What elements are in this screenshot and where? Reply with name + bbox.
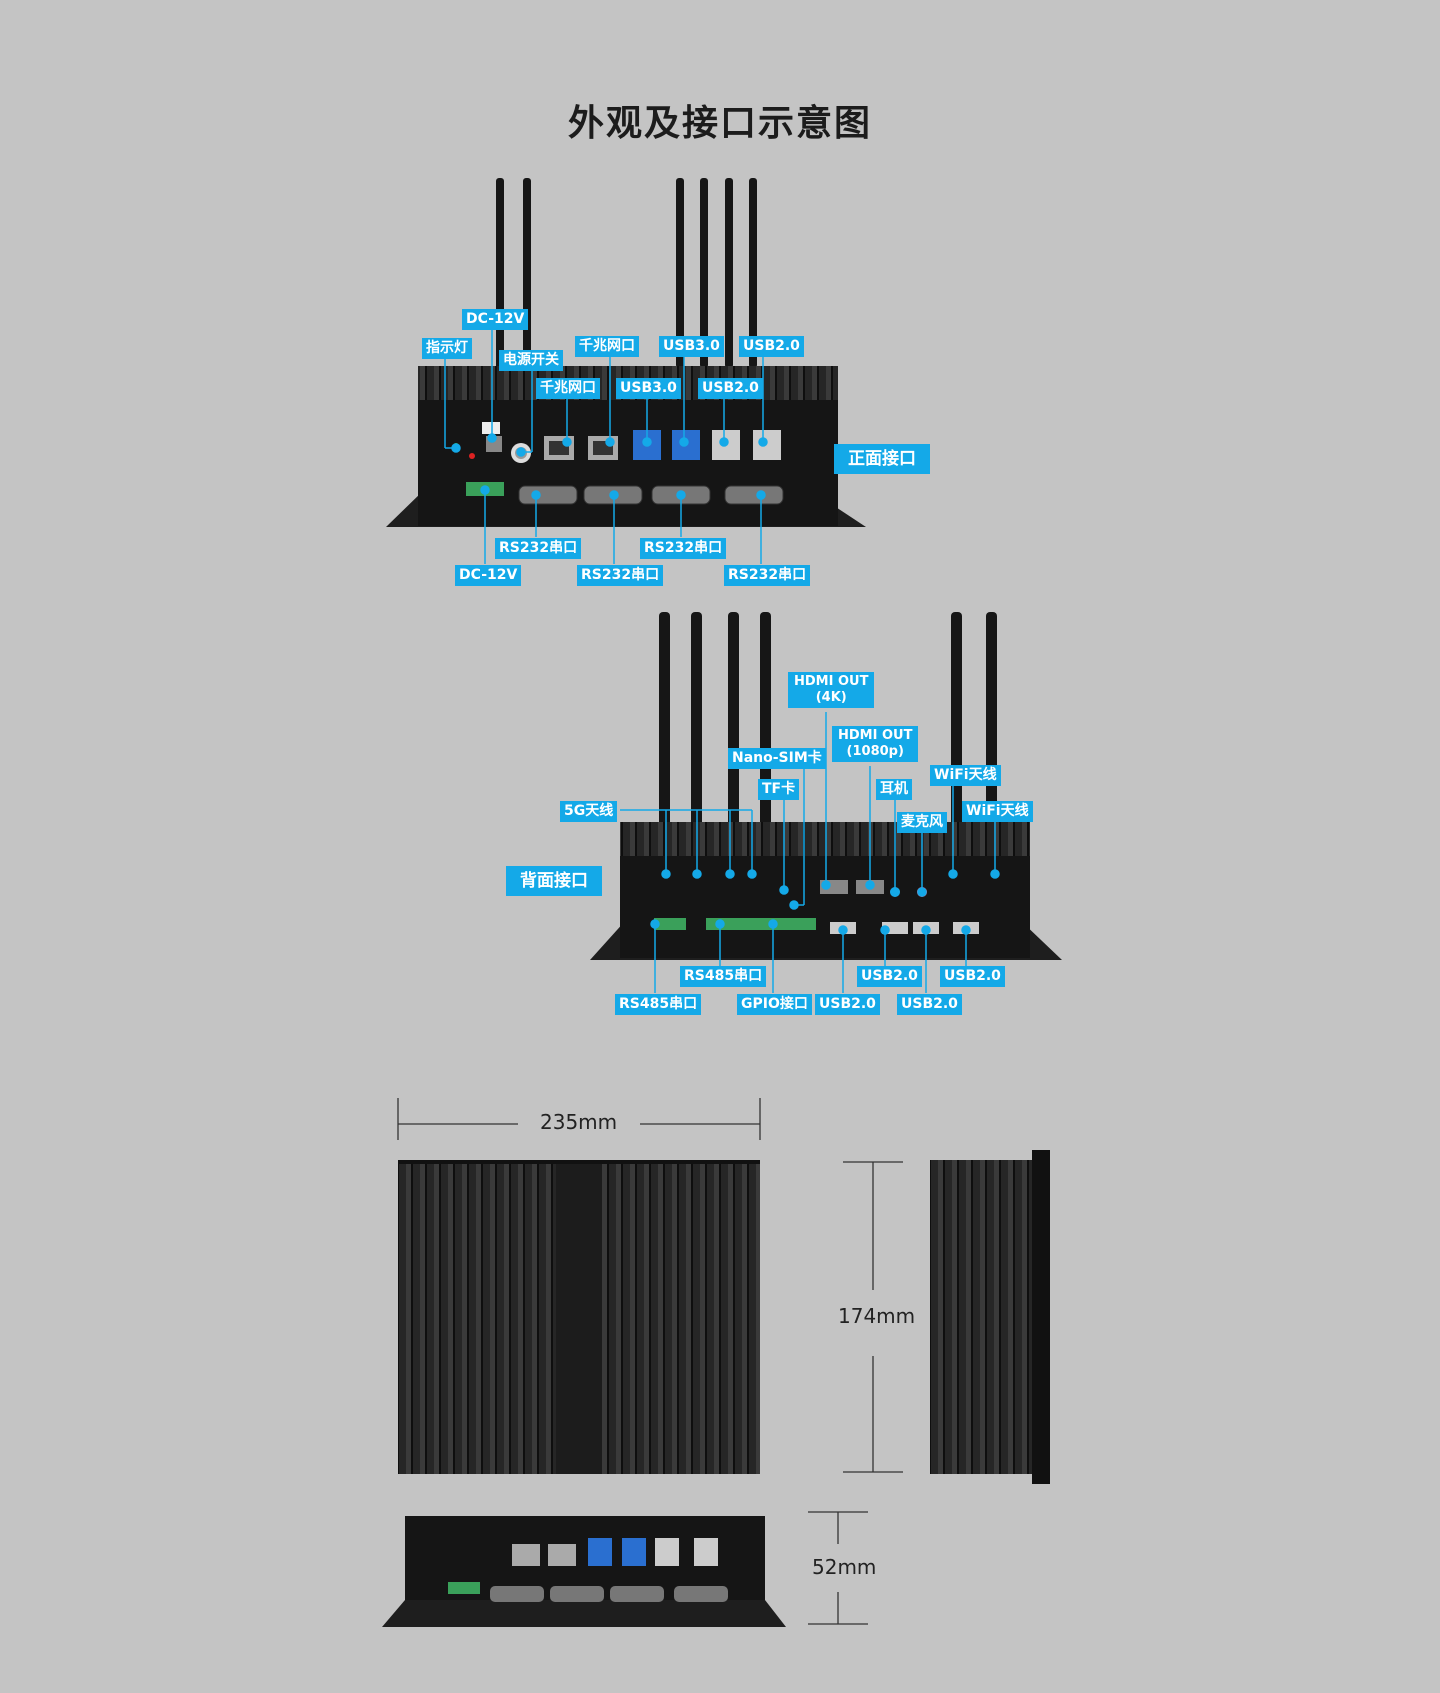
front-antennas [496,178,757,388]
dimension-height: 52mm [806,1555,883,1579]
back-leader-lines [620,712,1000,993]
label-indicator: 指示灯 [422,338,472,359]
label-rs485-1: RS485串口 [680,966,767,987]
label-hdmi-4k-line1: HDMI OUT [794,674,869,689]
label-rs232-2: RS232串口 [640,538,727,559]
label-usb20-b1: USB2.0 [857,966,922,987]
front-view [386,178,866,564]
label-gbe-2: 千兆网口 [536,378,600,399]
label-hdmi-4k: HDMI OUT (4K) [788,672,875,708]
label-rs232-1: RS232串口 [495,538,582,559]
label-nano-sim: Nano-SIM卡 [728,748,826,769]
label-usb30-1: USB3.0 [659,336,724,357]
label-microphone: 麦克风 [897,812,947,833]
back-view [590,612,1062,993]
top-view [398,1160,760,1474]
front-small-view [382,1516,786,1627]
label-usb20-b4: USB2.0 [897,994,962,1015]
dimension-lines [397,1098,903,1625]
label-rs232-4: RS232串口 [724,565,811,586]
label-gpio: GPIO接口 [737,994,812,1015]
page-title: 外观及接口示意图 [567,103,872,144]
label-wifi-2: WiFi天线 [962,801,1033,822]
dimension-depth: 174mm [832,1304,922,1328]
label-usb20-b3: USB2.0 [815,994,880,1015]
label-hdmi-1080p-line2: (1080p) [846,744,904,759]
dimension-width: 235mm [534,1110,624,1134]
label-hdmi-4k-line2: (4K) [815,690,847,705]
label-hdmi-1080p: HDMI OUT (1080p) [832,726,919,762]
label-hdmi-1080p-line1: HDMI OUT [838,728,913,743]
front-leader-lines [444,327,768,564]
label-usb20-2: USB2.0 [698,378,763,399]
label-rs485-2: RS485串口 [615,994,702,1015]
label-dc12v-top: DC-12V [462,309,529,330]
label-wifi-1: WiFi天线 [930,765,1001,786]
side-view [930,1150,1050,1484]
front-panel [418,400,838,526]
label-usb20-1: USB2.0 [739,336,804,357]
label-usb30-2: USB3.0 [616,378,681,399]
label-earphone: 耳机 [876,779,912,800]
label-5g-antenna: 5G天线 [560,801,618,822]
label-gbe-1: 千兆网口 [575,336,639,357]
label-power-switch: 电源开关 [499,350,563,371]
label-tf-card: TF卡 [758,779,800,800]
label-back-interfaces: 背面接口 [506,866,602,896]
label-front-interfaces: 正面接口 [834,444,930,474]
label-dc12v-bottom: DC-12V [455,565,522,586]
label-usb20-b2: USB2.0 [940,966,1005,987]
label-rs232-3: RS232串口 [577,565,664,586]
